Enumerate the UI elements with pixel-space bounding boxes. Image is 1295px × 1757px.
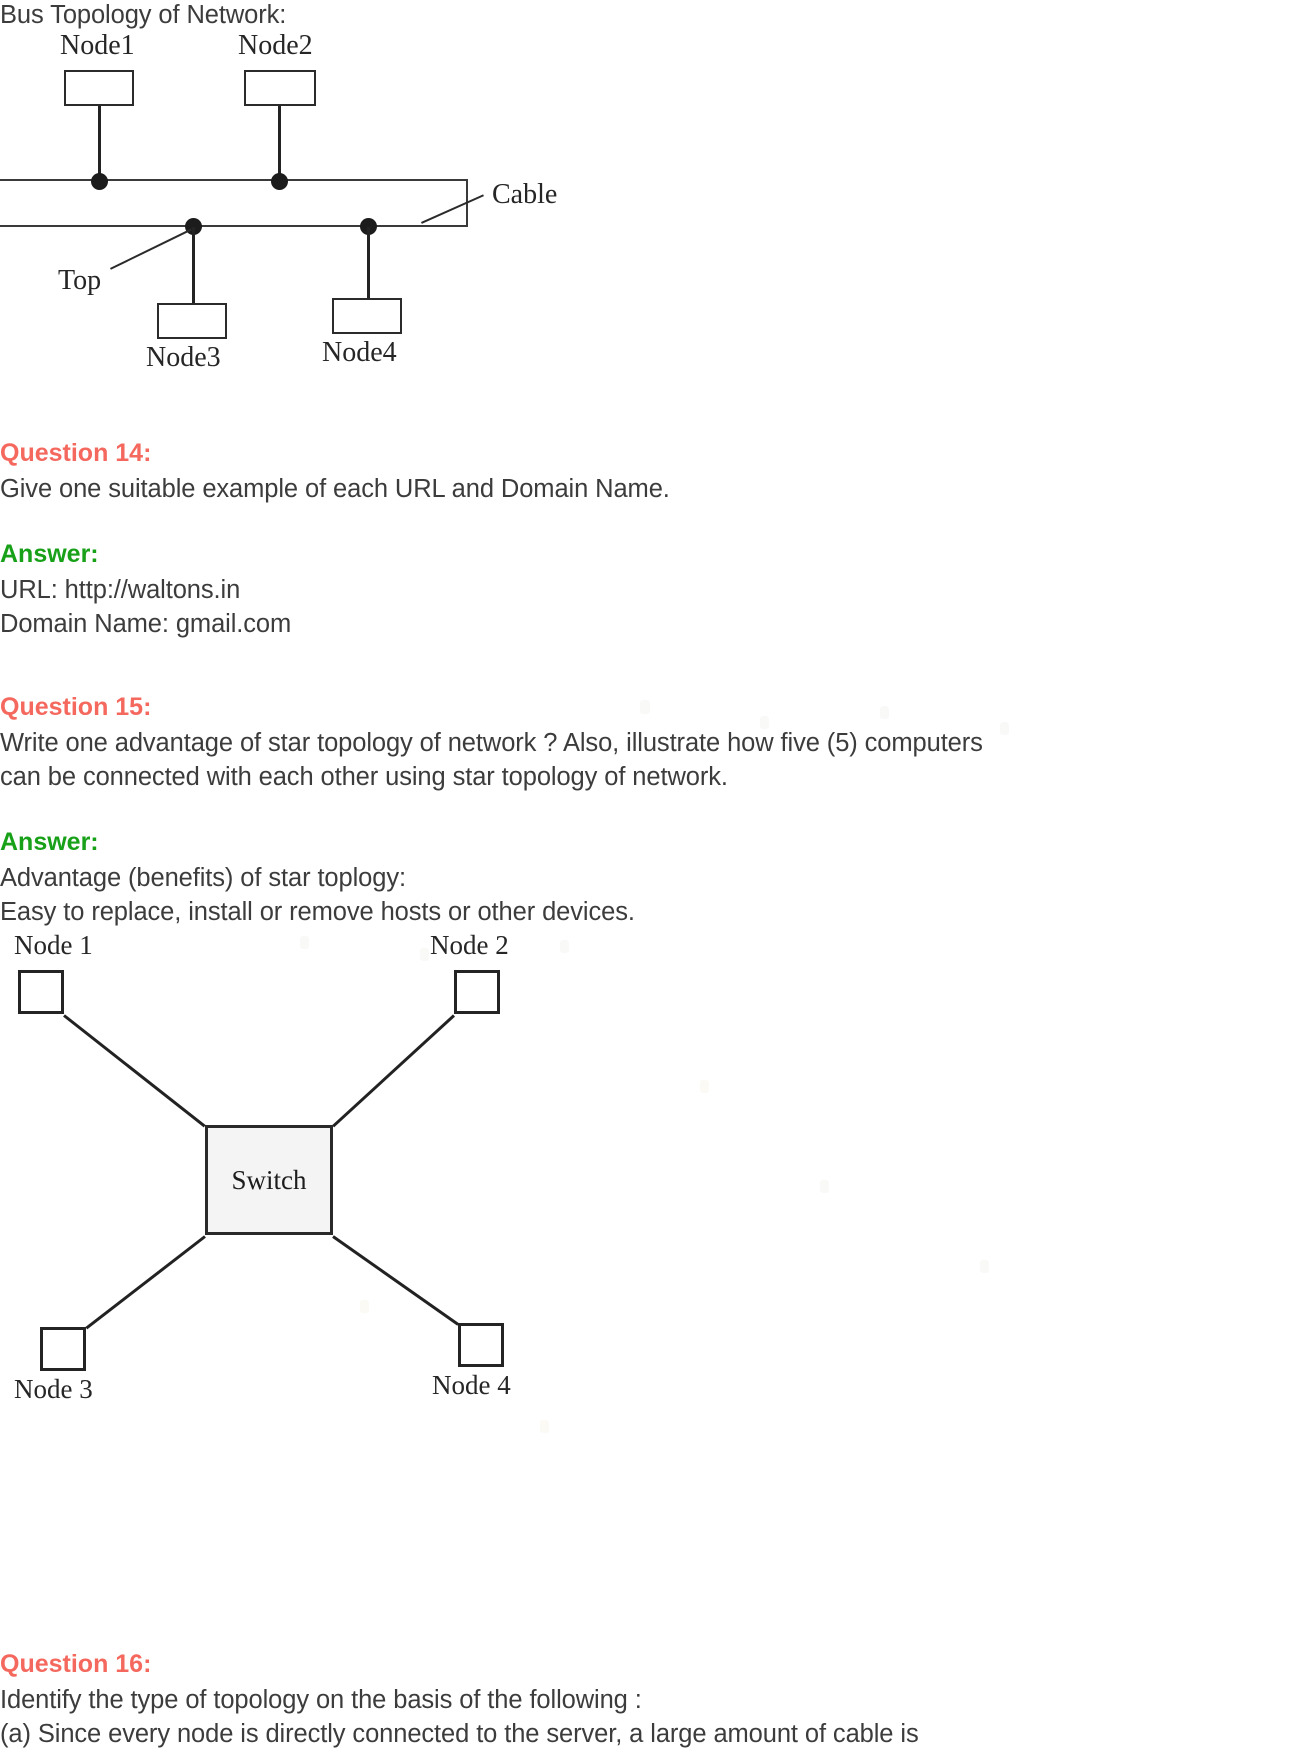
bus-trunk-cable (0, 179, 468, 227)
bus-top-label: Top (58, 265, 102, 296)
top-leader-line (110, 228, 192, 270)
question-15-text-line-2: can be connected with each other using s… (0, 763, 728, 791)
star-topology-diagram: Node 1 Node 2 Node 3 Node 4 Switch (0, 930, 620, 1460)
question-15-text-line-1: Write one advantage of star topology of … (0, 729, 983, 757)
bus-node4-box (332, 298, 402, 334)
star-link-node2 (332, 1014, 456, 1128)
bus-tap-node2 (271, 173, 288, 190)
star-node4-box (458, 1323, 504, 1367)
question-15-answer-heading: Answer: (0, 828, 99, 856)
bus-node3-box (157, 303, 227, 339)
star-link-node3 (85, 1235, 206, 1330)
star-switch-label: Switch (231, 1164, 307, 1195)
star-node3-box (40, 1327, 86, 1371)
bus-node4-label: Node4 (322, 337, 397, 368)
star-node4-label: Node 4 (432, 1370, 511, 1400)
question-15-answer-line-2: Easy to replace, install or remove hosts… (0, 898, 635, 926)
star-link-node4 (332, 1235, 460, 1326)
bus-node3-label: Node3 (146, 342, 221, 373)
question-14-text: Give one suitable example of each URL an… (0, 475, 670, 503)
question-16-heading: Question 16: (0, 1650, 152, 1678)
question-14-answer-line-1: URL: http://waltons.in (0, 576, 241, 604)
star-node2-box (454, 970, 500, 1014)
star-node3-label: Node 3 (14, 1374, 93, 1404)
bus-node2-box (244, 70, 316, 106)
bus-node1-box (64, 70, 134, 106)
question-15-heading: Question 15: (0, 693, 152, 721)
bus-node1-label: Node1 (60, 30, 135, 61)
question-14-answer-line-2: Domain Name: gmail.com (0, 610, 292, 638)
question-16-text-line-1: Identify the type of topology on the bas… (0, 1686, 642, 1714)
bus-node3-drop-line (192, 227, 195, 310)
bus-node2-label: Node2 (238, 30, 313, 61)
star-node1-box (18, 970, 64, 1014)
question-14-answer-heading: Answer: (0, 540, 99, 568)
bus-node1-drop-line (98, 106, 101, 181)
question-16-text-line-2: (a) Since every node is directly connect… (0, 1720, 919, 1748)
question-15-answer-line-1: Advantage (benefits) of star toplogy: (0, 864, 406, 892)
star-switch-box: Switch (205, 1125, 333, 1235)
bus-tap-node1 (91, 173, 108, 190)
star-node2-label: Node 2 (430, 930, 509, 960)
bus-topology-section-title: Bus Topology of Network: (0, 1, 287, 29)
bus-tap-node4 (360, 218, 377, 235)
question-14-heading: Question 14: (0, 439, 152, 467)
bus-topology-diagram: Node1 Node2 Cable Top Node3 Node4 (0, 22, 620, 412)
bus-cable-label: Cable (492, 179, 558, 210)
star-link-node1 (63, 1014, 206, 1128)
bus-node2-drop-line (278, 106, 281, 181)
star-node1-label: Node 1 (14, 930, 93, 960)
bus-node4-drop-line (367, 227, 370, 305)
